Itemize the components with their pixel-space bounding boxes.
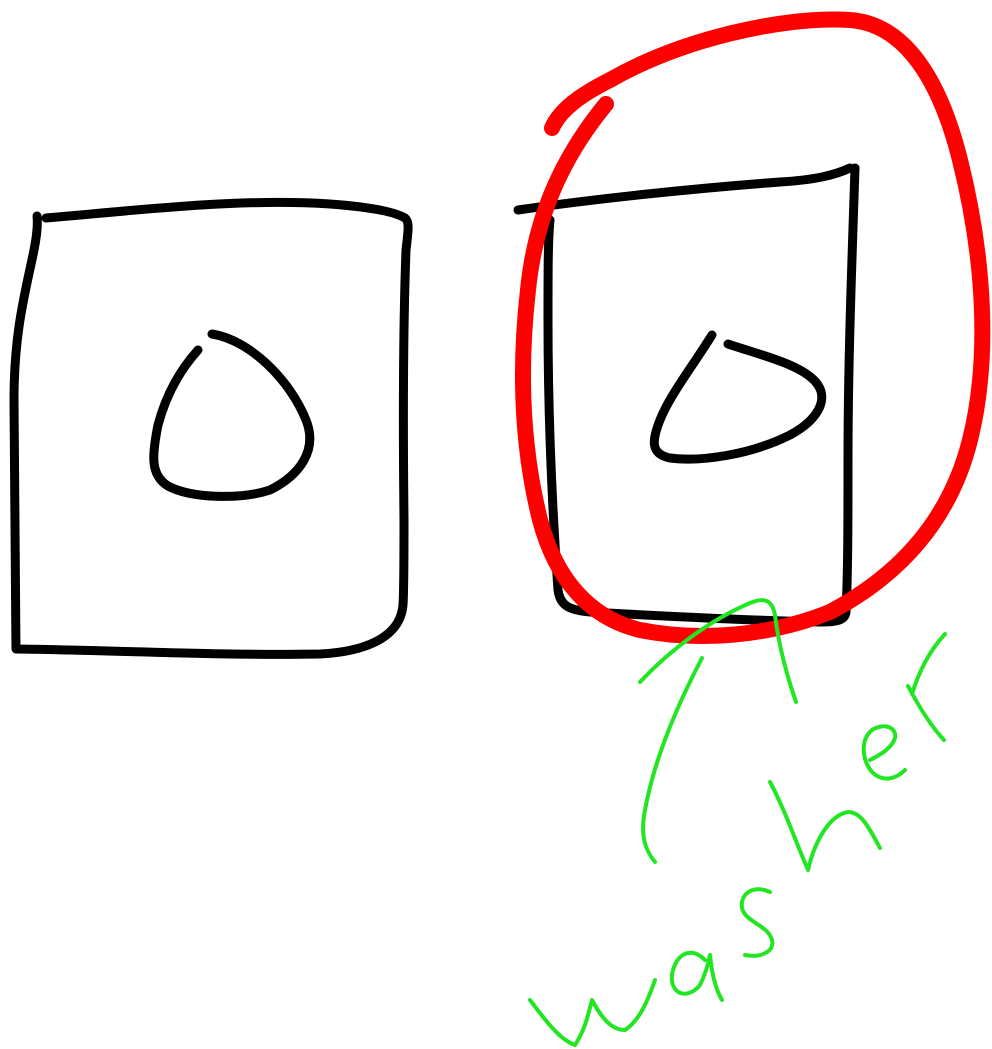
washer-letter-w (530, 980, 655, 1045)
right-box-knob (654, 335, 822, 459)
washer-letter-e (864, 726, 905, 778)
left-box (14, 202, 408, 654)
right-box (518, 168, 855, 622)
washer-letter-r (908, 634, 945, 740)
left-box-outline (14, 202, 408, 654)
washer-letter-a (672, 953, 722, 1000)
washer-pointer-left (643, 658, 702, 862)
washer-letter-s (742, 889, 773, 955)
right-box-outline (548, 168, 855, 622)
washer-letter-h (770, 782, 880, 870)
highlight-circle-stroke (523, 20, 982, 636)
washer-annotation (530, 600, 945, 1045)
left-box-knob (154, 334, 310, 496)
highlight-circle (523, 20, 982, 636)
